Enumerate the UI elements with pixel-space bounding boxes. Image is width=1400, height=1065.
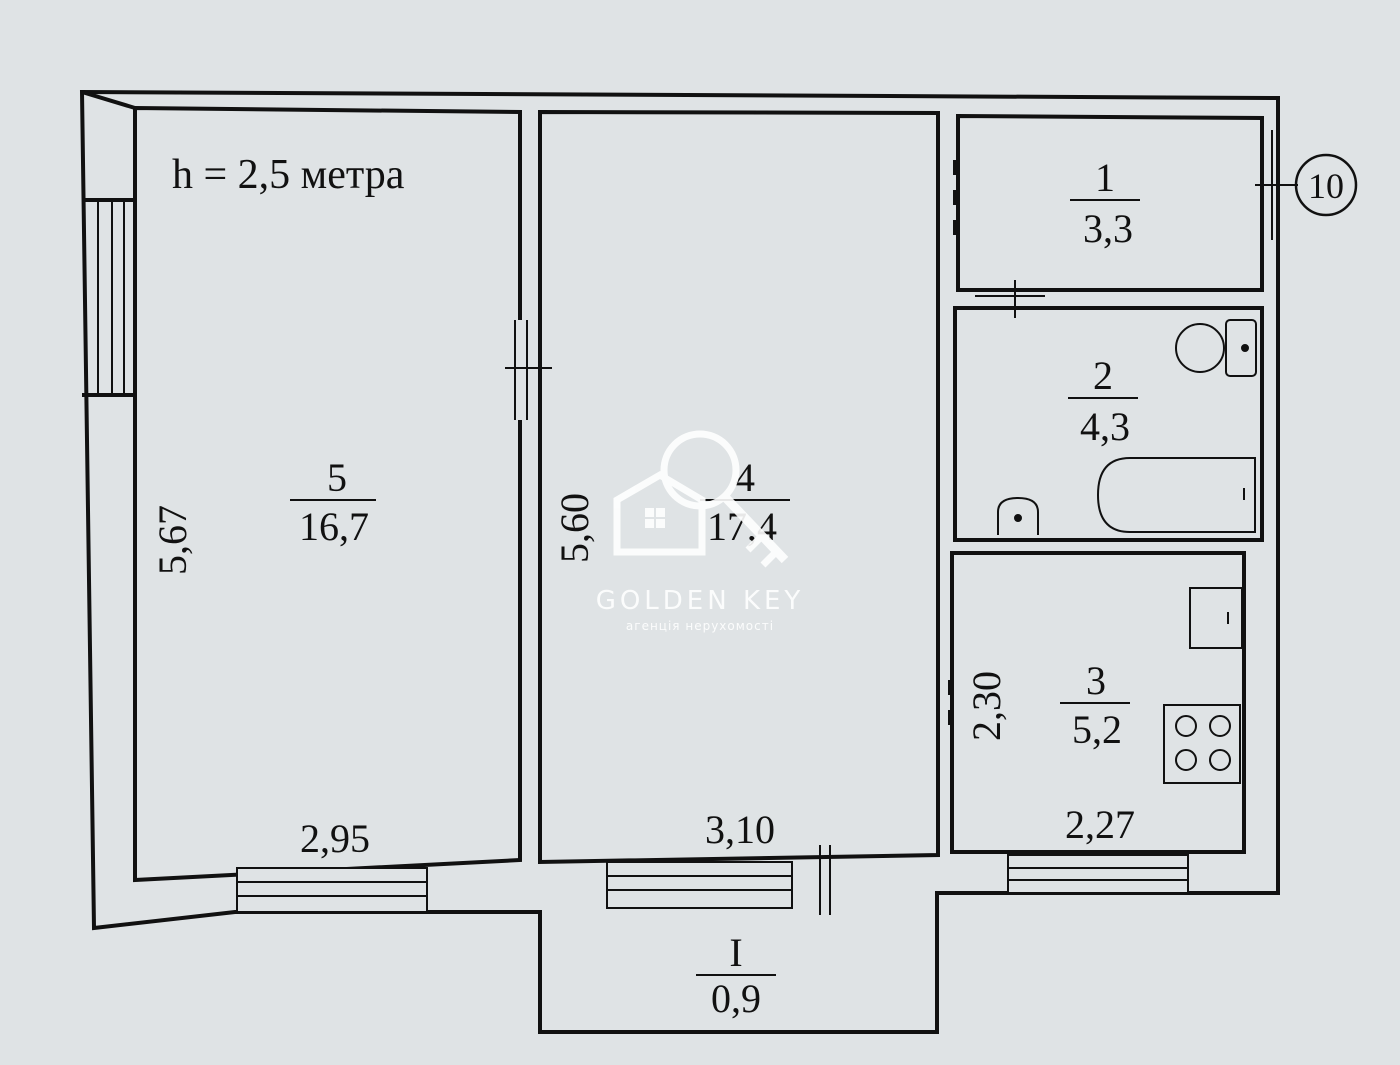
room-4-outline [538,109,940,865]
bathtub-icon [1096,457,1256,533]
window-square-icon [645,508,654,517]
sink-icon [997,496,1039,535]
ceiling-height-label: h = 2,5 метра [172,152,405,198]
balcony-area: 0,9 [711,976,761,1021]
room-4-width-dimension: 3,10 [705,807,775,852]
room-3-height-dimension: 2,30 [964,671,1009,741]
room-1-outline [956,113,1264,292]
room-5-outline [133,105,522,883]
room-1-area: 3,3 [1083,206,1133,251]
room-1-number: 1 [1095,155,1115,200]
room-4-height-dimension: 5,60 [552,493,597,563]
room-2-outline [953,306,1264,542]
room-5-height-dimension: 5,67 [150,505,195,575]
watermark-name: GOLDEN KEY [596,586,805,616]
room-5-area: 16,7 [299,504,369,549]
room-3-outline [950,551,1246,854]
door-openings [936,160,957,725]
door-tick-room1 [975,280,1045,318]
room-4-number: 4 [735,455,755,500]
room-3-number: 3 [1086,658,1106,703]
fraction-lines [290,199,1140,976]
axis-marker-label: 10 [1308,166,1344,206]
window-bottom-left [236,867,428,913]
watermark-subtitle: агенція нерухомості [626,619,774,633]
room-5-width-dimension: 2,95 [300,816,370,861]
axis-line [1255,130,1298,240]
window-left [97,202,125,393]
room-3-area: 5,2 [1072,707,1122,752]
room-2-area: 4,3 [1080,404,1130,449]
stove-icon [1163,704,1241,784]
axis-marker-circle [1294,153,1358,217]
room-2-number: 2 [1093,353,1113,398]
house-key-icon [613,430,789,568]
golden-key-logo: GOLDEN KEY агенція нерухомості [596,430,805,633]
door-tick-room5-room4 [505,320,552,420]
room-3-width-dimension: 2,27 [1065,802,1135,847]
room-5-number: 5 [327,455,347,500]
toilet-icon [1175,319,1257,377]
kitchen-sink-icon [1189,587,1243,649]
outer-wall [79,89,1280,1034]
window-bottom-middle [606,845,831,915]
window-bottom-right [1007,854,1189,894]
balcony-number: I [729,930,742,975]
